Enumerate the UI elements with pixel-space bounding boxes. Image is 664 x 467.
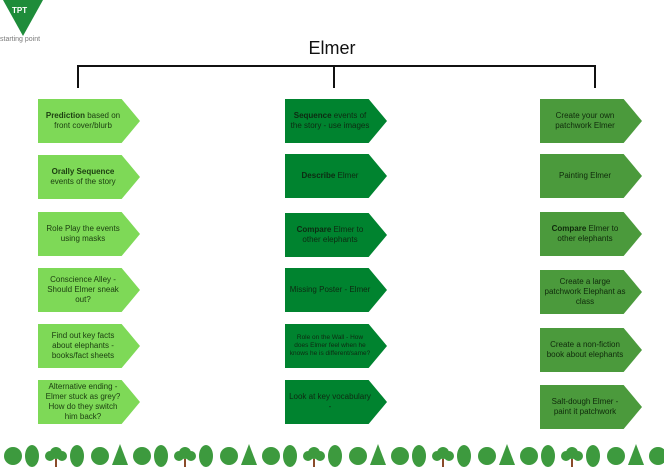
tree-icon: [262, 447, 280, 465]
activity-box: Alternative ending - Elmer stuck as grey…: [38, 380, 140, 424]
activity-box: Role on the Wall - How does Elmer feel w…: [285, 324, 387, 368]
activity-box: Create your own patchwork Elmer: [540, 99, 642, 143]
activity-box: Painting Elmer: [540, 154, 642, 198]
hierarchy-connectors: [77, 65, 596, 88]
activity-box: Prediction based on front cover/blurb: [38, 99, 140, 143]
tree-icon: [303, 447, 325, 467]
logo-subtitle: starting point: [0, 36, 41, 43]
tree-icon: [199, 445, 213, 467]
tree-icon: [391, 447, 409, 465]
tree-icon: [4, 447, 22, 465]
tree-icon: [586, 445, 600, 467]
tree-icon: [478, 447, 496, 465]
diagram-title: Elmer: [308, 38, 356, 58]
tree-icon: [432, 447, 454, 467]
tree-icon: [45, 447, 67, 467]
tree-icon: [412, 445, 426, 467]
tpt-logo: TPT starting point: [0, 0, 50, 48]
tree-icon: [112, 444, 128, 465]
tree-icon: [499, 444, 515, 465]
tree-icon: [520, 447, 538, 465]
activity-box: Create a large patchwork Elephant as cla…: [540, 270, 642, 314]
tree-icon: [349, 447, 367, 465]
activity-box: Describe Elmer: [285, 154, 387, 198]
activity-box: Compare Elmer to other elephants: [285, 213, 387, 257]
tree-icon: [174, 447, 196, 467]
tree-icon: [607, 447, 625, 465]
activity-box: Role Play the events using masks: [38, 212, 140, 256]
logo-triangle-icon: [3, 0, 43, 36]
activity-box: Create a non-fiction book about elephant…: [540, 328, 642, 372]
tree-icon: [541, 445, 555, 467]
tree-icon: [154, 445, 168, 467]
tree-icon: [283, 445, 297, 467]
tree-border-icon: [4, 444, 664, 467]
tree-icon: [220, 447, 238, 465]
tree-icon: [649, 447, 664, 465]
activity-box: Missing Poster - Elmer: [285, 268, 387, 312]
tree-icon: [370, 444, 386, 465]
activity-box: Sequence events of the story - use image…: [285, 99, 387, 143]
tree-icon: [25, 445, 39, 467]
activity-box: Salt-dough Elmer - paint it patchwork: [540, 385, 642, 429]
activity-box: Find out key facts about elephants - boo…: [38, 324, 140, 368]
tree-icon: [628, 444, 644, 465]
tree-icon: [457, 445, 471, 467]
tree-icon: [241, 444, 257, 465]
tree-icon: [70, 445, 84, 467]
logo-text: TPT: [12, 6, 28, 15]
tree-icon: [91, 447, 109, 465]
activity-box: Orally Sequence events of the story: [38, 155, 140, 199]
tree-icon: [561, 447, 583, 467]
tree-icon: [133, 447, 151, 465]
tree-icon: [328, 445, 342, 467]
activity-box: Compare Elmer to other elephants: [540, 212, 642, 256]
activity-box: Conscience Alley - Should Elmer sneak ou…: [38, 268, 140, 312]
activity-box: Look at key vocabulary -: [285, 380, 387, 424]
